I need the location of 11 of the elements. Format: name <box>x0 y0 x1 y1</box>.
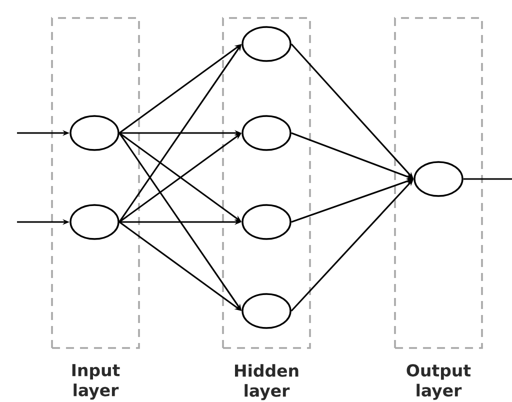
neuron-circle <box>242 204 292 240</box>
neuron-circle <box>414 161 464 197</box>
neuron-circle <box>242 293 292 329</box>
neuron-circle <box>242 26 292 62</box>
neuron-circle <box>242 115 292 151</box>
neuron-circle <box>70 204 120 240</box>
layer-label: Hidden layer <box>235 364 298 400</box>
layer-label: Output layer <box>406 364 471 400</box>
line <box>463 178 512 180</box>
layer-label: Input layer <box>72 364 120 400</box>
neuron-circle <box>70 115 120 151</box>
